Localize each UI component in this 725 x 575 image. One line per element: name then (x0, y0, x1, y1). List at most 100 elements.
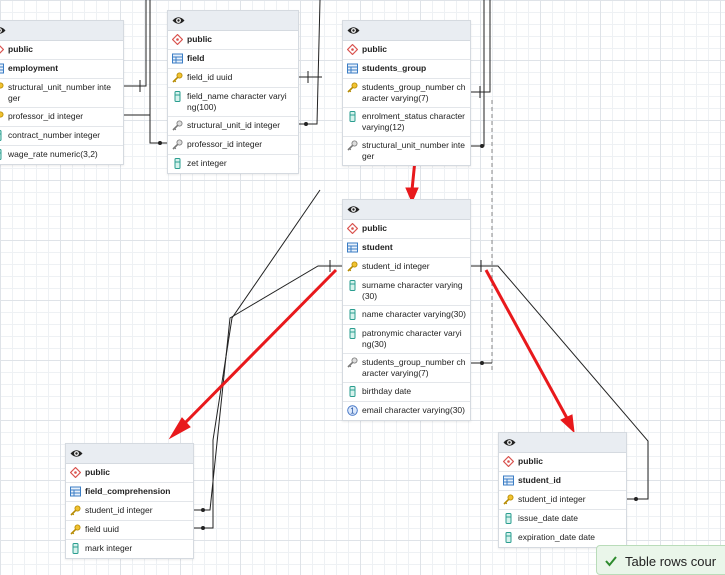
column-row[interactable]: structural_unit_number inte ger (0, 79, 123, 108)
column-row[interactable]: student_id integer (499, 491, 626, 510)
key-icon (347, 261, 358, 272)
column-label: field_name character varyi ng(100) (187, 91, 287, 112)
relationship-line[interactable] (122, 0, 147, 87)
eye-icon[interactable] (347, 25, 360, 36)
schema-icon (346, 43, 359, 56)
column-row[interactable]: field_name character varyi ng(100) (168, 88, 298, 117)
eye-icon[interactable] (0, 25, 6, 36)
column-label: students_group_number ch aracter varying… (362, 357, 466, 378)
column-label: surname character varying (30) (362, 280, 463, 301)
table-name-label: student (362, 242, 393, 252)
relationship-line[interactable] (297, 0, 321, 125)
column-row[interactable]: mark integer (66, 540, 193, 558)
column-row[interactable]: wage_rate numeric(3,2) (0, 146, 123, 164)
table-icon (70, 486, 81, 497)
column-row[interactable]: contract_number integer (0, 127, 123, 146)
svg-text:1: 1 (350, 406, 355, 415)
column-row[interactable]: 1 email character varying(30) (343, 402, 470, 420)
column-icon (172, 158, 183, 169)
relationship-line[interactable] (469, 0, 485, 147)
table-icon (347, 242, 358, 253)
column-label: wage_rate numeric(3,2) (8, 149, 98, 159)
schema-name: public (0, 41, 123, 60)
column-label: students_group_number ch aracter varying… (362, 82, 466, 103)
eye-icon[interactable] (503, 437, 516, 448)
column-icon (503, 532, 514, 543)
column-label: name character varying(30) (362, 309, 466, 319)
table-name: field_comprehension (66, 483, 193, 502)
schema-label: public (8, 44, 34, 54)
schema-label: public (518, 456, 544, 466)
relationship-line[interactable] (469, 265, 649, 500)
table-header[interactable] (499, 433, 626, 453)
relationship-line[interactable] (193, 265, 343, 511)
schema-name: public (168, 31, 298, 50)
column-row[interactable]: birthday date (343, 383, 470, 402)
table-header[interactable] (343, 200, 470, 220)
relationship-line[interactable] (469, 0, 491, 93)
column-row[interactable]: professor_id integer (0, 108, 123, 127)
table-employment[interactable]: public employment structural_unit_number i… (0, 20, 124, 165)
column-icon (172, 91, 183, 102)
table-header[interactable] (66, 444, 193, 464)
column-row[interactable]: patronymic character varyi ng(30) (343, 325, 470, 354)
column-row[interactable]: zet integer (168, 155, 298, 173)
column-row[interactable]: students_group_number ch aracter varying… (343, 79, 470, 108)
column-row[interactable]: student_id integer (66, 502, 193, 521)
table-name-label: student_id (518, 475, 561, 485)
column-row[interactable]: field_id uuid (168, 69, 298, 88)
table-header[interactable] (0, 21, 123, 41)
relationship-line[interactable] (149, 115, 168, 144)
column-row[interactable]: expiration_date date (499, 529, 626, 547)
foreign-key-icon (347, 357, 358, 368)
key-icon (347, 82, 358, 93)
column-label: birthday date (362, 386, 412, 396)
column-row[interactable]: enrolment_status character varying(12) (343, 108, 470, 137)
column-label: structural_unit_id integer (187, 120, 281, 130)
table-name-label: students_group (362, 63, 427, 73)
column-icon (503, 513, 514, 524)
table-name: students_group (343, 60, 470, 79)
table-name-label: employment (8, 63, 59, 73)
table-icon (0, 63, 4, 74)
column-row[interactable]: structural_unit_id integer (168, 117, 298, 136)
column-row[interactable]: professor_id integer (168, 136, 298, 155)
key-icon (0, 82, 4, 93)
column-label: field uuid (85, 524, 120, 534)
foreign-key-icon (347, 140, 358, 151)
column-row[interactable]: students_group_number ch aracter varying… (343, 354, 470, 383)
annotation-arrow (178, 268, 338, 430)
foreign-key-icon (172, 120, 183, 131)
eye-icon[interactable] (347, 204, 360, 215)
relationship-line[interactable] (193, 189, 321, 529)
column-row[interactable]: structural_unit_number inte ger (343, 137, 470, 165)
column-label: patronymic character varyi ng(30) (362, 328, 462, 349)
column-label: email character varying(30) (362, 405, 465, 415)
table-name: student_id (499, 472, 626, 491)
column-label: structural_unit_number inte ger (362, 140, 466, 161)
column-row[interactable]: field uuid (66, 521, 193, 540)
table-name: employment (0, 60, 123, 79)
annotation-arrowhead (560, 414, 575, 434)
column-row[interactable]: name character varying(30) (343, 306, 470, 325)
eye-icon[interactable] (172, 15, 185, 26)
column-label: enrolment_status character varying(12) (362, 111, 465, 132)
table-header[interactable] (343, 21, 470, 41)
schema-label: public (85, 467, 111, 477)
notification-toast[interactable]: Table rows cour (596, 545, 725, 575)
column-row[interactable]: surname character varying (30) (343, 277, 470, 306)
table-header[interactable] (168, 11, 298, 31)
eye-icon[interactable] (70, 448, 83, 459)
column-label: field_id uuid (187, 72, 233, 82)
column-label: contract_number integer (8, 130, 101, 140)
schema-label: public (187, 34, 213, 44)
column-row[interactable]: issue_date date (499, 510, 626, 529)
column-icon (347, 111, 358, 122)
column-row[interactable]: student_id integer (343, 258, 470, 277)
